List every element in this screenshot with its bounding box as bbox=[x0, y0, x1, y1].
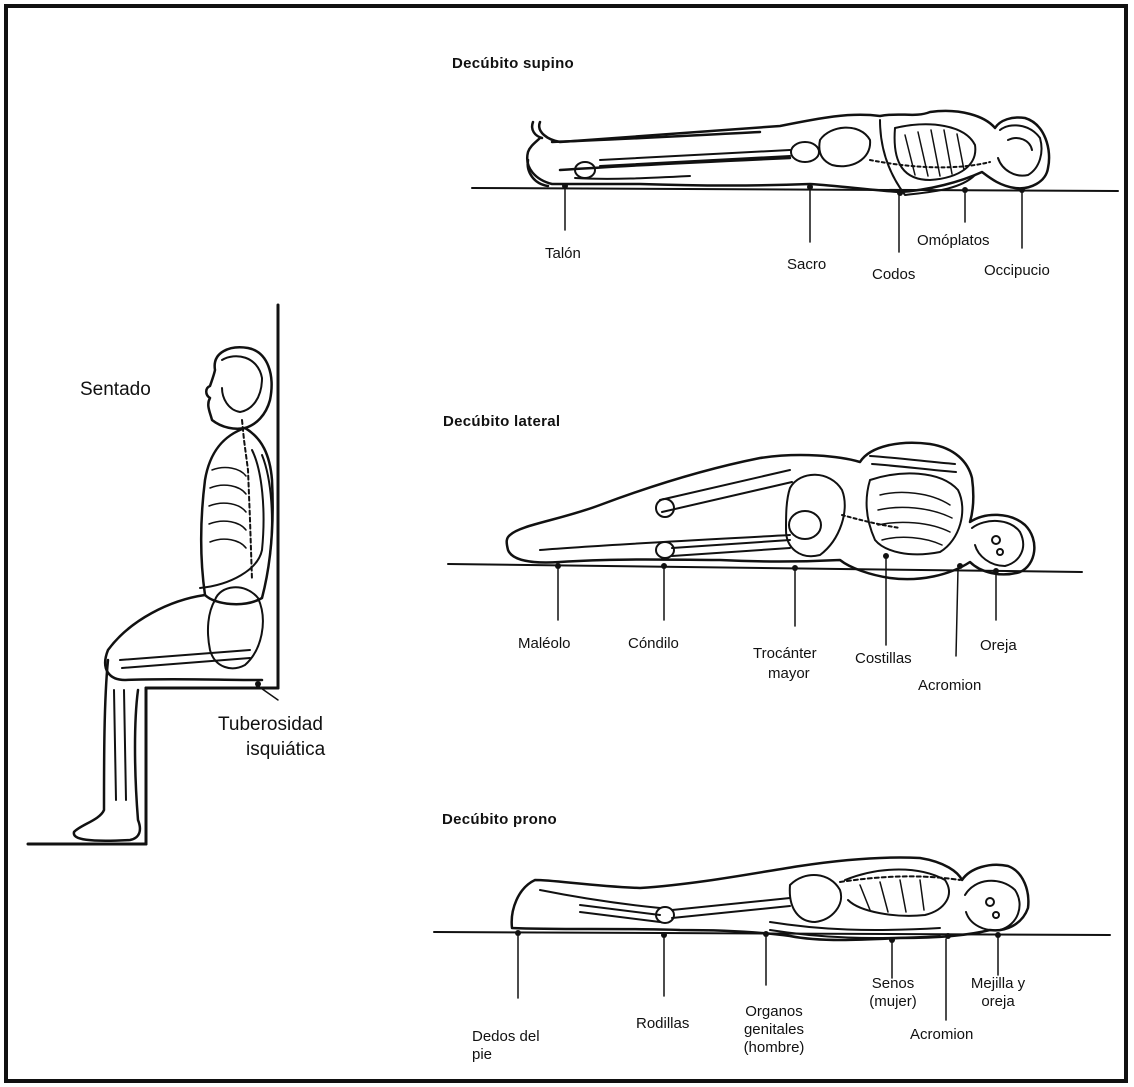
mejilla-label-1: Mejilla y bbox=[958, 976, 1038, 993]
sentado-title: Sentado bbox=[80, 380, 151, 401]
acromion-label: Acromion bbox=[918, 678, 981, 695]
organos-point bbox=[763, 931, 769, 937]
trocanter-label-1: Trocánter bbox=[753, 646, 817, 663]
codos-label: Codos bbox=[872, 267, 915, 284]
seated-figure bbox=[28, 305, 278, 844]
condilo-point bbox=[661, 563, 667, 569]
tuberosidad-label-2: isquiática bbox=[246, 740, 325, 761]
condilo-label: Cóndilo bbox=[628, 636, 679, 653]
trocanter-label-2: mayor bbox=[768, 666, 810, 683]
rodillas-label: Rodillas bbox=[636, 1016, 689, 1033]
omoplatos-point bbox=[962, 187, 968, 193]
senos-label-1: Senos bbox=[858, 976, 928, 993]
codos-point bbox=[897, 190, 903, 196]
acromion-point bbox=[957, 563, 963, 569]
tuberosidad-label-1: Tuberosidad bbox=[218, 715, 323, 736]
supino-title: Decúbito supino bbox=[452, 56, 574, 73]
costillas-label: Costillas bbox=[855, 651, 912, 668]
costillas-point bbox=[883, 553, 889, 559]
talon-point bbox=[562, 183, 568, 189]
mejilla-point bbox=[995, 932, 1001, 938]
maleolo-point bbox=[555, 563, 561, 569]
prono-title: Decúbito prono bbox=[442, 812, 557, 829]
dedos-label-1: Dedos del bbox=[472, 1029, 540, 1046]
supine-figure bbox=[472, 111, 1118, 252]
omoplatos-label: Omóplatos bbox=[917, 233, 990, 250]
rodillas-point bbox=[661, 932, 667, 938]
sacro-point bbox=[807, 184, 813, 190]
dedos-label-2: pie bbox=[472, 1047, 492, 1064]
sacro-label: Sacro bbox=[787, 257, 826, 274]
oreja-point bbox=[993, 568, 999, 574]
dedos-point bbox=[515, 930, 521, 936]
occipucio-label: Occipucio bbox=[984, 263, 1050, 280]
senos-point bbox=[889, 937, 895, 943]
organos-label-3: (hombre) bbox=[734, 1040, 814, 1057]
maleolo-label: Maléolo bbox=[518, 636, 571, 653]
occipucio-point bbox=[1019, 187, 1025, 193]
lateral-title: Decúbito lateral bbox=[443, 414, 560, 431]
talon-label: Talón bbox=[545, 246, 581, 263]
trocanter-point bbox=[792, 565, 798, 571]
oreja-label: Oreja bbox=[980, 638, 1017, 655]
lateral-figure bbox=[448, 443, 1082, 656]
acromion-prone-point bbox=[945, 933, 951, 939]
organos-label-1: Organos bbox=[734, 1004, 814, 1021]
acromion-prone-label: Acromion bbox=[910, 1027, 973, 1044]
senos-label-2: (mujer) bbox=[858, 994, 928, 1011]
mejilla-label-2: oreja bbox=[958, 994, 1038, 1011]
organos-label-2: genitales bbox=[734, 1022, 814, 1039]
